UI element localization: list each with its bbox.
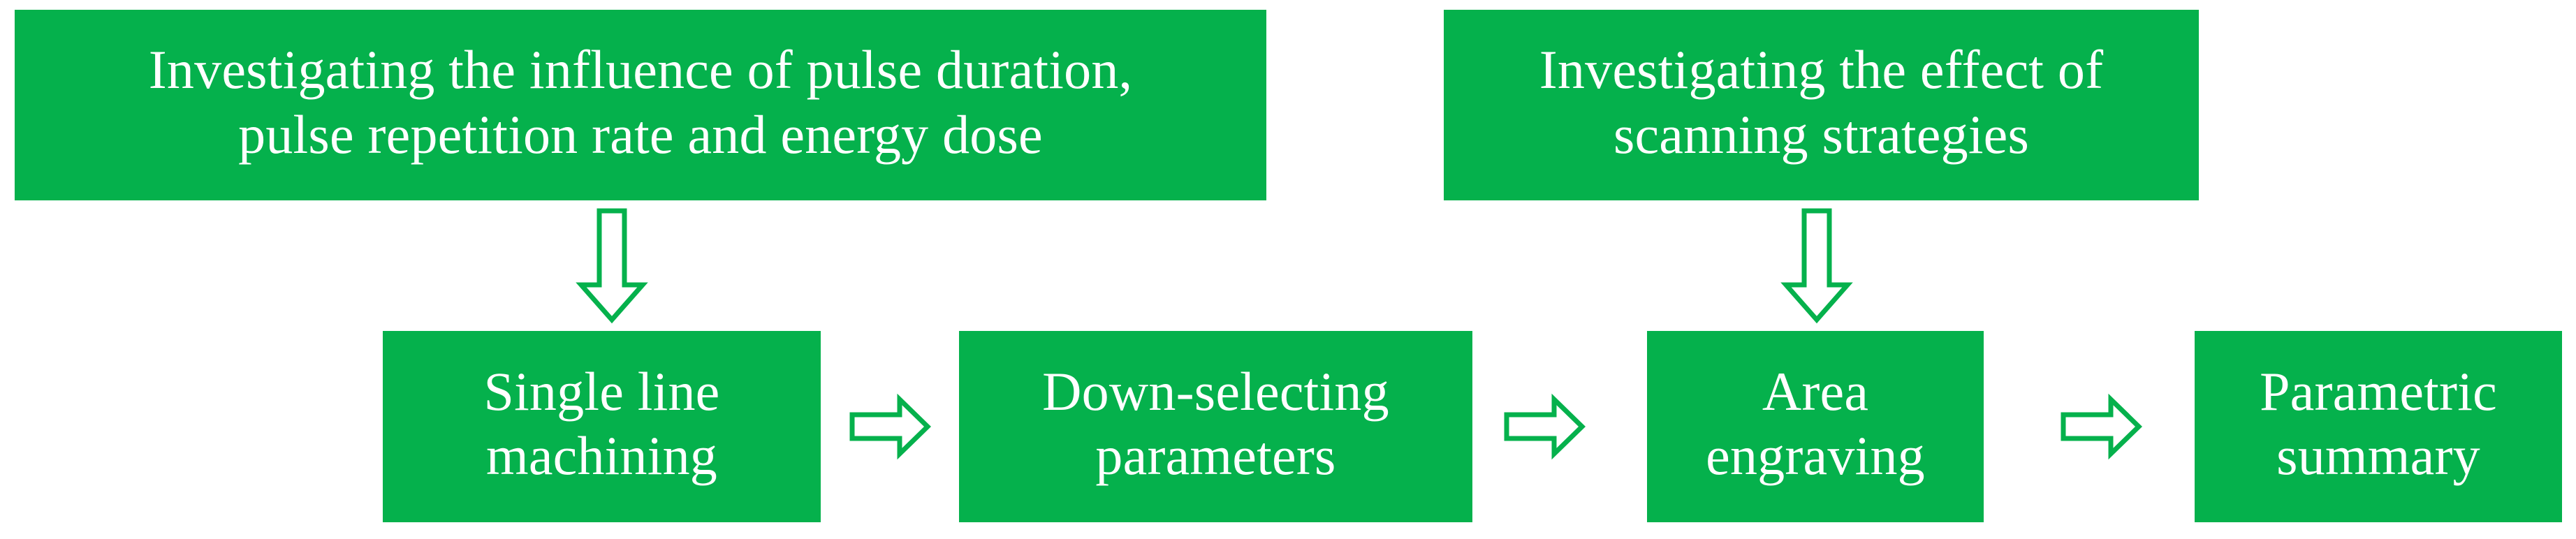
header-box-scanning-strategies[interactable]: Investigating the effect of scanning str…	[1444, 10, 2199, 200]
arrow-right-icon-area-engraving-to-parametric-summary	[2062, 398, 2140, 455]
header-box-scanning-strategies-label: Investigating the effect of scanning str…	[1539, 39, 2104, 165]
arrow-down-icon-header1-to-single-line	[580, 209, 644, 323]
step-box-parametric-summary-label: Parametric summary	[2260, 360, 2497, 486]
step-box-parametric-summary[interactable]: Parametric summary	[2195, 331, 2562, 522]
step-box-area-engraving[interactable]: Area engraving	[1647, 331, 1984, 522]
arrow-right-icon-down-selecting-to-area-engraving	[1505, 398, 1583, 455]
step-box-down-selecting-parameters-label: Down-selecting parameters	[1042, 360, 1389, 486]
header-box-pulse-parameters-label: Investigating the influence of pulse dur…	[148, 39, 1133, 165]
step-box-single-line-machining-label: Single line machining	[483, 360, 720, 486]
step-box-area-engraving-label: Area engraving	[1706, 360, 1925, 486]
arrow-down-icon-header2-to-area-engraving	[1785, 209, 1849, 323]
arrow-right-icon-single-line-to-down-selecting	[851, 398, 929, 455]
header-box-pulse-parameters[interactable]: Investigating the influence of pulse dur…	[15, 10, 1266, 200]
step-box-down-selecting-parameters[interactable]: Down-selecting parameters	[959, 331, 1472, 522]
step-box-single-line-machining[interactable]: Single line machining	[383, 331, 821, 522]
